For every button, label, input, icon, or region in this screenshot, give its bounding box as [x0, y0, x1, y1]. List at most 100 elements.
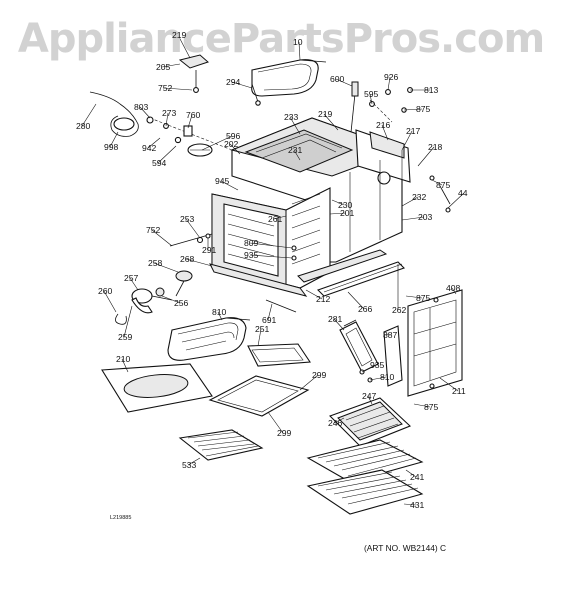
leader-line-875 [431, 179, 443, 186]
part-number-label-253: 253 [180, 214, 195, 224]
leader-line-596 [201, 135, 233, 151]
part-number-label-299: 299 [312, 370, 327, 380]
leader-line-230 [331, 199, 345, 206]
part-number-label-431: 431 [410, 500, 425, 510]
leader-line-44 [447, 192, 465, 209]
leader-line-218 [417, 146, 435, 167]
part-number-label-201: 201 [340, 208, 355, 218]
side-panel-281-drawing [339, 321, 379, 373]
part-number-label-595: 595 [364, 89, 379, 99]
part-number-label-247: 247 [362, 391, 377, 401]
leader-line-887 [385, 333, 390, 336]
leader-line-241 [405, 469, 417, 478]
part-number-label-211: 211 [452, 386, 466, 396]
leader-line-875 [403, 108, 423, 111]
leader-line-205 [161, 63, 181, 68]
part-number-label-217: 217 [406, 126, 421, 136]
leader-line-202 [229, 143, 241, 155]
art-number: (ART NO. WB2144) C [364, 543, 446, 553]
part-number-label-212: 212 [316, 294, 331, 304]
part-number-label-294: 294 [226, 77, 241, 87]
part-number-label-752: 752 [146, 225, 161, 235]
leader-line-233 [289, 116, 301, 135]
part-number-label-813: 813 [424, 85, 439, 95]
leader-line-256 [161, 295, 181, 304]
drawing-code: L219885 [110, 515, 131, 521]
leader-line-595 [369, 93, 373, 105]
part-number-label-273: 273 [162, 108, 177, 118]
oven-rack-431-drawing [306, 469, 424, 515]
leader-line-266 [347, 291, 365, 310]
part-number-label-942: 942 [142, 143, 157, 153]
oven-rack-241-drawing [306, 439, 424, 483]
part-number-label-875: 875 [416, 104, 431, 114]
leader-line-261 [273, 215, 287, 220]
leader-lines [81, 34, 465, 506]
leader-line-259 [123, 305, 133, 338]
part-number-label-280: 280 [76, 121, 91, 131]
leader-line-212 [305, 289, 323, 300]
part-number-label-810: 810 [380, 372, 395, 382]
part-number-label-210: 210 [116, 354, 131, 364]
part-number-label-219: 219 [172, 30, 187, 40]
part-number-label-251: 251 [255, 324, 270, 334]
leader-line-273 [165, 112, 169, 127]
bottom-trim-268-drawing [209, 263, 308, 297]
rack-431-wires [317, 471, 419, 505]
leader-line-260 [103, 290, 117, 313]
rack-533-wires [187, 431, 259, 457]
part-number-label-260: 260 [98, 286, 113, 296]
leader-line-258 [153, 262, 179, 273]
part-number-label-233: 233 [284, 112, 299, 122]
part-number-label-875: 875 [424, 402, 439, 412]
part-number-label-231: 231 [288, 145, 303, 155]
leader-line-752 [151, 229, 173, 247]
leader-line-299 [299, 374, 319, 391]
leader-line-752 [163, 87, 193, 91]
bracket-205-drawing [178, 54, 209, 69]
part-number-label-246: 246 [328, 418, 343, 428]
back-panel-drawing [407, 289, 463, 397]
part-number-label-203: 203 [418, 212, 433, 222]
leader-line-211 [439, 377, 459, 392]
leader-line-760 [187, 114, 193, 129]
part-number-label-205: 205 [156, 62, 171, 72]
part-number-label-926: 926 [384, 72, 399, 82]
part-number-label-809: 809 [244, 238, 259, 248]
leader-line-253 [185, 218, 201, 239]
part-number-label-281: 281 [328, 314, 343, 324]
watermark-text: AppliancePartsPros.com [18, 16, 544, 62]
part-number-label-935: 935 [370, 360, 385, 370]
part-number-label-10: 10 [293, 37, 303, 47]
leader-line-203 [401, 216, 425, 221]
leader-line-594 [157, 145, 177, 164]
leader-line-935 [249, 254, 293, 259]
leader-line-247 [367, 395, 373, 405]
part-number-label-998: 998 [104, 142, 119, 152]
tray-251-drawing [247, 343, 311, 367]
leader-line-217 [401, 130, 413, 151]
part-number-label-945: 945 [215, 176, 230, 186]
leader-line-875 [405, 295, 423, 299]
part-number-label-232: 232 [412, 192, 427, 202]
part-number-label-533: 533 [182, 460, 197, 470]
part-number-label-887: 887 [383, 330, 398, 340]
leader-line-231 [293, 149, 301, 161]
part-number-label-760: 760 [186, 110, 201, 120]
part-number-label-691: 691 [262, 315, 277, 325]
part-number-label-256: 256 [174, 298, 189, 308]
leader-line-10 [298, 41, 301, 61]
part-number-label-216: 216 [376, 120, 391, 130]
leader-line-268 [185, 258, 213, 267]
top-wrapper-drawing [244, 129, 354, 173]
part-number-label-44: 44 [458, 188, 468, 198]
leader-line-810 [369, 376, 387, 381]
part-number-label-268: 268 [180, 254, 195, 264]
oven-rack-533-drawing [178, 429, 264, 461]
leader-line-281 [333, 318, 345, 331]
leader-line-809 [249, 242, 293, 249]
part-number-label-259: 259 [118, 332, 133, 342]
leader-line-294 [231, 81, 253, 89]
part-number-label-262: 262 [392, 305, 407, 315]
